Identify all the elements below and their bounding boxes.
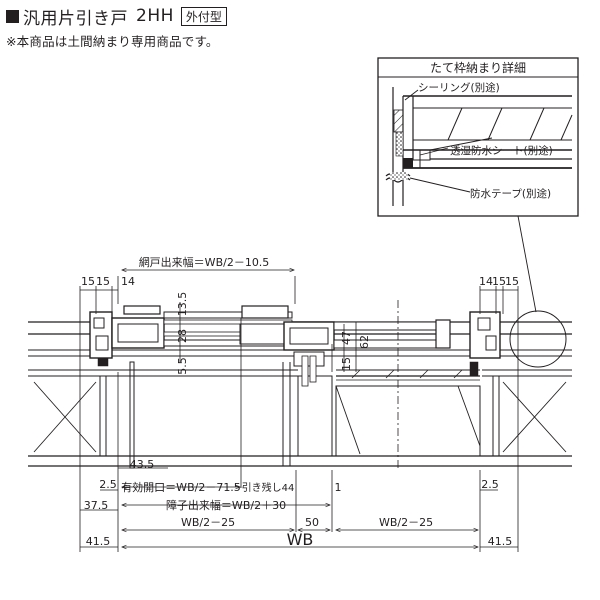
header: 汎用片引き戸 2HH 外付型 ※本商品は土間納まり専用商品です。 [6, 4, 594, 50]
dim-62: 62 [358, 335, 371, 349]
dim-2-5-right: 2.5 [481, 478, 499, 491]
gap-50-label: 50 [305, 516, 319, 529]
pull-back-label: 引き残し44 [242, 481, 295, 494]
callout-waterproof-tape: 防水テープ(別途) [470, 187, 551, 200]
dim-5-5: 5.5 [176, 357, 189, 375]
callout-moisture-sheet: 透湿防水シート(別途) [450, 144, 553, 157]
lattice-width-label: 障子出来幅＝WB/2＋30 [166, 498, 286, 512]
dim-47: 47 [340, 331, 353, 345]
dim-left-15a: 15 [81, 275, 95, 288]
callout-sealing: シーリング(別途) [418, 81, 500, 94]
screen-width-label: 網戸出来幅＝WB/2－10.5 [139, 255, 270, 269]
dim-15-vertical: 15 [340, 357, 353, 371]
dim-left-14: 14 [121, 275, 135, 288]
detail-title: たて枠納まり詳細 [430, 60, 526, 75]
dimension-lines [79, 270, 519, 552]
dim-28: 28 [176, 329, 189, 343]
dim-13-5: 13.5 [176, 292, 189, 317]
dim-41-5-right: 41.5 [488, 535, 513, 548]
dim-1: 1 [335, 481, 342, 494]
dim-2-5-left: 2.5 [99, 478, 117, 491]
mount-type-badge: 外付型 [180, 6, 227, 26]
wb-label: WB [287, 530, 314, 549]
dimension-labels: 網戸出来幅＝WB/2－10.5 15 15 14 14 15 15 13.5 2… [81, 255, 519, 549]
dim-37-5: 37.5 [84, 499, 109, 512]
product-model: 2HH [136, 6, 174, 26]
wb-half-left-label: WB/2－25 [181, 516, 235, 529]
dim-41-5-left: 41.5 [86, 535, 111, 548]
dim-right-15a: 15 [492, 275, 506, 288]
detail-callout-circle [509, 310, 567, 368]
dim-right-14: 14 [479, 275, 493, 288]
product-title: 汎用片引き戸 [23, 8, 128, 29]
effective-opening-label: 有効開口＝WB/2－71.5 [121, 480, 241, 494]
dim-right-15b: 15 [505, 275, 519, 288]
dim-left-15b: 15 [96, 275, 110, 288]
detail-inset: たて枠納まり詳細 シーリング(別途) 透湿防水シート(別途) [377, 57, 579, 368]
wb-half-right-label: WB/2－25 [379, 516, 433, 529]
dim-43-5: 43.5 [130, 458, 155, 471]
square-bullet-icon [6, 9, 19, 23]
product-notice: ※本商品は土間納まり専用商品です。 [6, 34, 219, 49]
title-row: 汎用片引き戸 2HH 外付型 [6, 4, 594, 29]
door-frame [89, 300, 501, 470]
